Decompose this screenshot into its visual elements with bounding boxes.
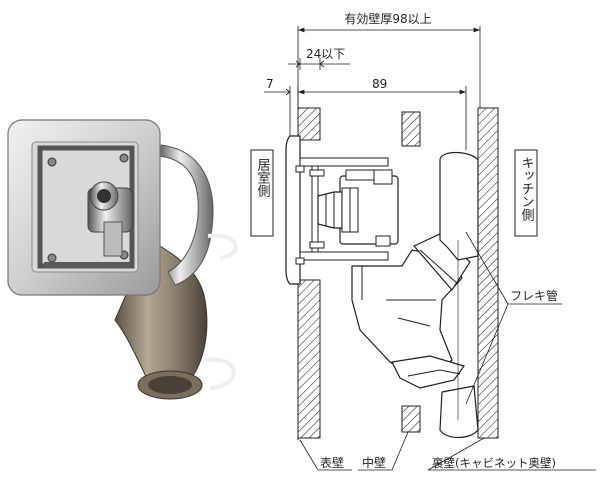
kitchen-side-box: [514, 149, 538, 237]
front-wall-label: 表壁: [320, 455, 344, 470]
screw: [47, 253, 57, 263]
screw-top: [309, 169, 325, 177]
cover-plate: [285, 135, 301, 285]
flex-pipe-label: フレキ管: [510, 288, 558, 303]
dim-max-depth: 24以下: [306, 47, 345, 61]
screw-bottom: [309, 241, 325, 249]
mid-wall-label: 中壁: [362, 455, 386, 470]
screw: [47, 157, 57, 167]
dim-body-depth: 89: [372, 77, 387, 91]
mounting-strap: [157, 144, 214, 286]
section-drawing: 有効壁厚98以上 24以下 7 89 居室側 キッチン側 フレキ管 表壁: [250, 11, 596, 471]
front-wall-lower: [297, 279, 321, 439]
screw: [119, 153, 129, 163]
bracket-bar: [44, 262, 130, 268]
kitchen-side-label: キッチン側: [519, 156, 535, 221]
dim-flange: 7: [266, 77, 274, 91]
socket-nose: [317, 191, 343, 229]
mid-wall-lower: [401, 405, 421, 433]
bracket-bottom: [299, 251, 389, 261]
living-side-label: 居室側: [255, 158, 271, 197]
elbow-outlet-upper: [413, 233, 471, 291]
back-wall: [477, 107, 499, 439]
product-photo: [7, 119, 238, 400]
bracket-top: [299, 157, 389, 167]
flex-pipe: [439, 151, 479, 261]
mid-wall-upper: [401, 111, 421, 147]
back-wall-label: 裏壁(キャビネット奥壁): [432, 456, 556, 470]
dim-wall-thickness: 有効壁厚98以上: [344, 11, 431, 26]
elbow-body: [351, 249, 463, 383]
front-wall-upper: [297, 107, 321, 141]
cable-loop-top: [207, 233, 238, 260]
living-side-box: [250, 149, 274, 237]
cable-loop-bottom: [204, 357, 236, 390]
